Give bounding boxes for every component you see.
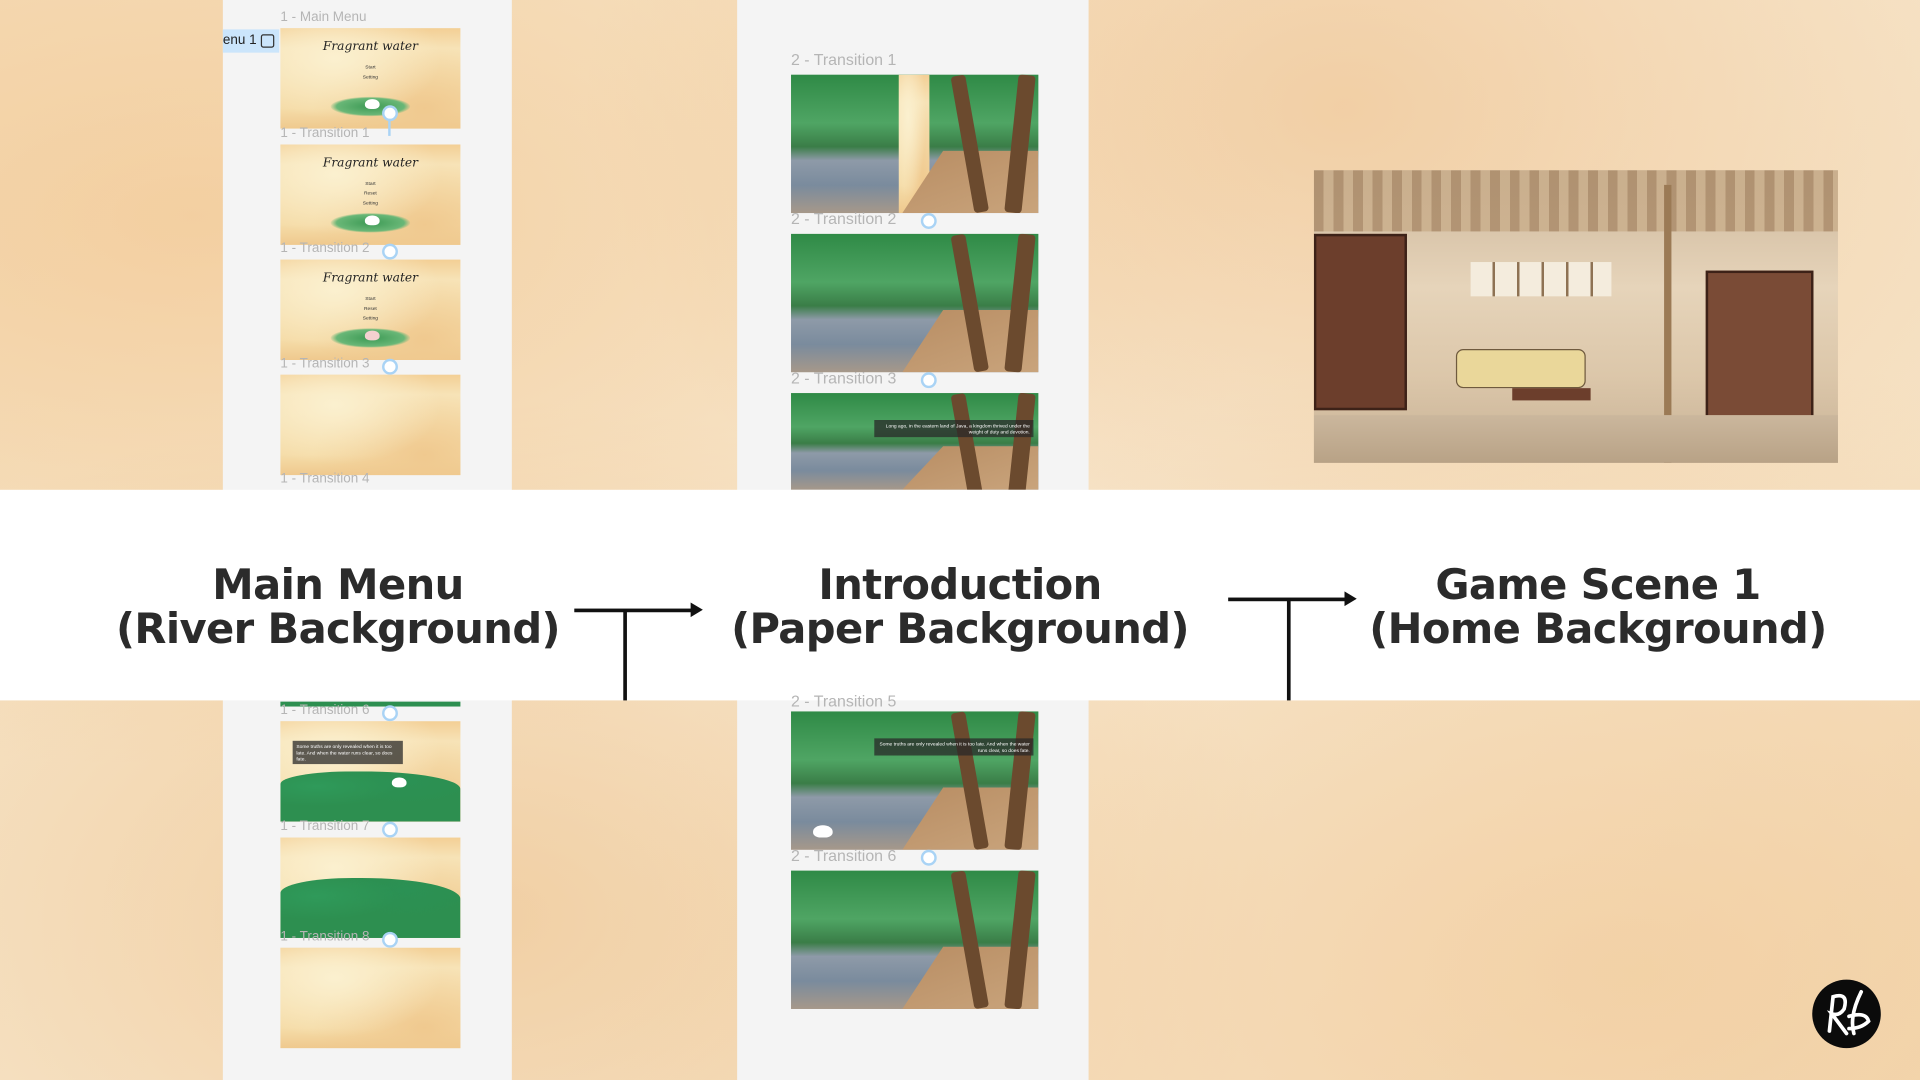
- story-caption: Some truths are only revealed when it is…: [874, 738, 1034, 756]
- story-caption: Some truths are only revealed when it is…: [292, 740, 403, 765]
- step-subtitle: (River Background): [115, 604, 561, 654]
- frame-river[interactable]: [791, 233, 1039, 373]
- prototype-connection-icon[interactable]: [920, 213, 937, 229]
- menu-option: Reset: [363, 304, 377, 312]
- step-subtitle: (Home Background): [1369, 604, 1827, 654]
- lotus: [364, 330, 380, 341]
- menu-option: Start: [365, 295, 376, 302]
- wardrobe-left: [1313, 233, 1407, 411]
- step-subtitle: (Paper Background): [731, 604, 1189, 654]
- menu-title: Fragrant water: [322, 40, 418, 54]
- prototype-connection-icon[interactable]: [382, 821, 398, 838]
- step-main-menu: Main Menu (River Background): [115, 560, 561, 654]
- frame-river[interactable]: [791, 870, 1039, 1009]
- play-frame-icon[interactable]: [260, 34, 275, 48]
- frame-transition-partial: [280, 701, 461, 707]
- logo-monogram-icon: [1826, 990, 1871, 1036]
- frame-label: 1 - Transition 6: [280, 702, 370, 718]
- floor: [1313, 415, 1838, 463]
- bushes: [280, 771, 461, 822]
- frame-label: 1 - Main Menu: [280, 9, 367, 25]
- home-background-image: [1313, 170, 1838, 463]
- frame-label: 1 - Transition 7: [280, 819, 370, 834]
- flow-start-tab[interactable]: enu 1: [222, 29, 280, 53]
- bushes: [280, 877, 461, 938]
- frame-label: 2 - Transition 2: [791, 209, 897, 228]
- menu-option: Setting: [362, 314, 379, 321]
- frame-label: 1 - Transition 2: [280, 241, 370, 256]
- sofa: [1455, 348, 1586, 389]
- frame-label: 1 - Transition 4: [280, 471, 370, 487]
- menu-option: Setting: [362, 199, 379, 206]
- window: [1470, 262, 1612, 297]
- step-title: Main Menu: [212, 560, 464, 610]
- lotus: [364, 215, 380, 226]
- carved-ceiling: [1313, 170, 1838, 232]
- flow-start-label: enu 1: [222, 33, 257, 48]
- prototype-connection-icon[interactable]: [382, 358, 398, 375]
- frame-label: 1 - Transition 8: [280, 929, 370, 945]
- menu-title: Fragrant water: [322, 156, 418, 171]
- step-game-scene-1: Game Scene 1 (Home Background): [1369, 560, 1827, 654]
- frame-river-split[interactable]: [791, 74, 1039, 214]
- table: [1512, 388, 1591, 401]
- step-title: Introduction: [818, 560, 1102, 610]
- prototype-connection-icon[interactable]: [920, 849, 937, 866]
- frame-label: 1 - Transition 3: [280, 356, 370, 372]
- frame-label: 1 - Transition 1: [280, 126, 370, 141]
- menu-option: Reset: [363, 189, 377, 196]
- prototype-connection-icon[interactable]: [920, 372, 937, 389]
- menu-title: Fragrant water: [322, 271, 418, 286]
- prototype-connection-icon[interactable]: [382, 243, 398, 260]
- frame-transition[interactable]: Some truths are only revealed when it is…: [280, 721, 461, 822]
- frame-label: 2 - Transition 6: [791, 846, 897, 865]
- pillar: [1664, 184, 1672, 463]
- lotus: [813, 825, 833, 838]
- menu-option: Start: [365, 63, 376, 70]
- step-introduction: Introduction (Paper Background): [731, 563, 1189, 651]
- frame-label: 2 - Transition 5: [791, 691, 897, 711]
- frame-label: 2 - Transition 3: [791, 368, 897, 387]
- frame-river-caption[interactable]: Some truths are only revealed when it is…: [791, 711, 1039, 850]
- frame-label: 2 - Transition 1: [791, 50, 897, 69]
- brand-logo: [1812, 979, 1881, 1049]
- story-caption: Long ago, in the eastern land of Java, a…: [874, 420, 1034, 438]
- frame-transition[interactable]: [280, 374, 461, 476]
- prototype-connection-icon[interactable]: [382, 705, 398, 722]
- lotus: [391, 777, 407, 788]
- step-title: Game Scene 1: [1435, 560, 1761, 610]
- flow-band: [0, 489, 1920, 701]
- prototype-connection-icon[interactable]: [382, 931, 398, 948]
- connection-line: [388, 118, 391, 136]
- lotus: [364, 99, 380, 109]
- frame-transition[interactable]: [280, 837, 461, 938]
- frame-river-caption[interactable]: Long ago, in the eastern land of Java, a…: [791, 393, 1039, 490]
- menu-option: Setting: [362, 73, 379, 80]
- menu-option: Start: [365, 180, 376, 187]
- frame-transition[interactable]: [280, 947, 461, 1049]
